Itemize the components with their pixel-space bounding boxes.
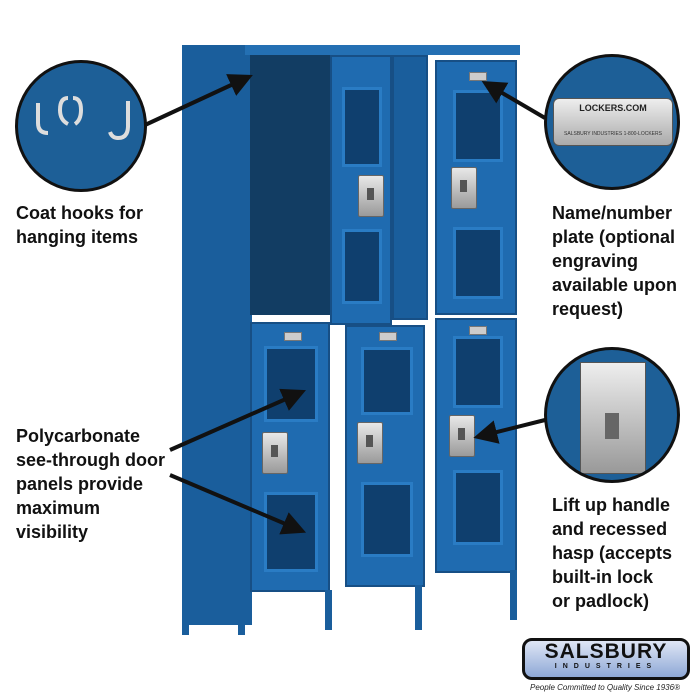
handle-icon — [358, 175, 384, 217]
number-plate — [284, 332, 302, 341]
name-plate-footer: SALSBURY INDUSTRIES 1-800-LOCKERS — [564, 131, 662, 137]
open-compartment — [250, 55, 330, 315]
coat-hook-icon — [36, 96, 130, 141]
salsbury-logo: SALSBURY INDUSTRIES — [522, 638, 690, 680]
number-plate — [379, 332, 397, 341]
window — [453, 336, 503, 408]
handle-icon — [262, 432, 288, 474]
window — [361, 482, 413, 557]
handle-icon — [357, 422, 383, 464]
leg — [238, 590, 245, 635]
window — [361, 347, 413, 415]
name-plate-title: LOCKERS.COM — [579, 103, 647, 113]
locker-side — [182, 45, 252, 625]
name-plate: LOCKERS.COM SALSBURY INDUSTRIES 1-800-LO… — [553, 98, 673, 146]
locker-door — [435, 318, 517, 573]
open-door — [330, 55, 392, 325]
locker-top — [245, 45, 520, 55]
leg — [510, 570, 517, 620]
window — [342, 229, 382, 304]
number-plate — [469, 72, 487, 81]
hasp-icon — [580, 362, 646, 474]
handle-icon — [451, 167, 477, 209]
locker-door — [345, 325, 425, 587]
leg — [415, 585, 422, 630]
leg — [325, 590, 332, 630]
logo-tagline: People Committed to Quality Since 1936® — [530, 683, 680, 692]
window — [453, 470, 503, 545]
number-plate — [469, 326, 487, 335]
window — [342, 87, 382, 167]
leg — [182, 580, 189, 635]
window — [453, 227, 503, 299]
handle-detail — [544, 347, 680, 483]
locker-frame — [392, 55, 428, 320]
